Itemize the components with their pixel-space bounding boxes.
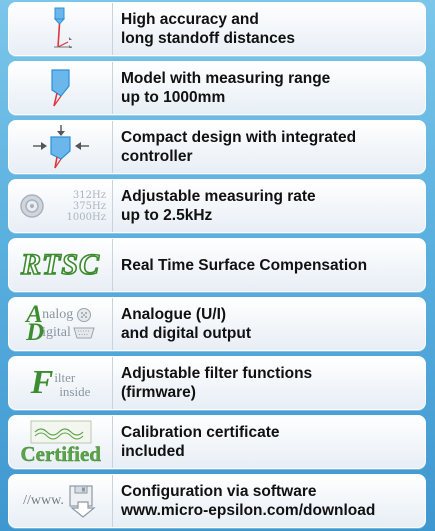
certified-icon: Certified xyxy=(9,416,113,468)
feature-row-measuring-range: Model with measuring range up to 1000mm xyxy=(8,61,426,115)
rtsc-logo: RTSC xyxy=(9,239,113,291)
feature-text: Analogue (U/I) and digital output xyxy=(121,306,252,342)
round-connector-icon xyxy=(77,308,92,322)
d-sub-connector-icon xyxy=(73,327,95,339)
feature-text: Adjustable measuring rate up to 2.5kHz xyxy=(121,188,316,224)
feature-row-configuration: //www. Configuration via software www.mi… xyxy=(8,474,426,528)
feature-list: High accuracy and long standoff distance… xyxy=(8,2,426,528)
feature-row-filter: F ilter inside Adjustable filter functio… xyxy=(8,356,426,410)
feature-text: Calibration certificate included xyxy=(121,424,280,460)
measuring-rate-dial-icon: 312Hz 375Hz 1000Hz xyxy=(9,180,113,232)
sensor-range-icon xyxy=(9,62,113,114)
sensor-beam-icon xyxy=(9,3,113,55)
feature-row-compact-design: Compact design with integrated controlle… xyxy=(8,120,426,174)
feature-text: Compact design with integrated controlle… xyxy=(121,129,357,165)
feature-row-high-accuracy: High accuracy and long standoff distance… xyxy=(8,2,426,56)
feature-text: Real Time Surface Compensation xyxy=(121,256,368,274)
feature-text: High accuracy and long standoff distance… xyxy=(121,11,295,47)
rate-options: 312Hz 375Hz 1000Hz xyxy=(66,189,106,223)
feature-row-analog-digital: A nalog D igital xyxy=(8,297,426,351)
feature-text: Model with measuring range up to 1000mm xyxy=(121,70,331,106)
feature-text: Adjustable filter functions (firmware) xyxy=(121,365,313,401)
feature-row-rtsc: RTSC Real Time Surface Compensation xyxy=(8,238,426,292)
compact-design-icon xyxy=(9,121,113,173)
filter-inside-icon: F ilter inside xyxy=(9,357,113,409)
feature-row-calibration: Certified Calibration certificate includ… xyxy=(8,415,426,469)
software-download-icon: //www. xyxy=(9,475,113,527)
feature-row-measuring-rate: 312Hz 375Hz 1000Hz Adjustable measuring … xyxy=(8,179,426,233)
floppy-download-icon xyxy=(69,485,96,518)
feature-text: Configuration via software www.micro-eps… xyxy=(121,483,376,519)
analog-digital-icon: A nalog D igital xyxy=(9,298,113,350)
